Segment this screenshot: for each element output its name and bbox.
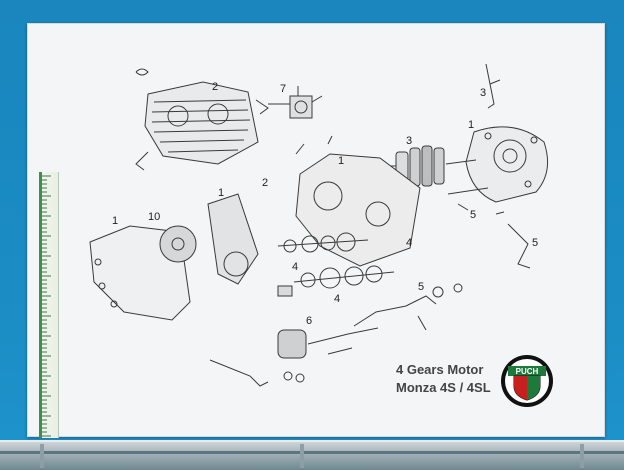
ignition-part <box>159 193 259 285</box>
selector-part <box>353 187 531 331</box>
gear-shaft-lower-part <box>277 265 395 297</box>
part-number-label: 7 <box>280 83 286 95</box>
part-number-label: 5 <box>470 209 476 221</box>
part-number-label: 10 <box>148 211 160 223</box>
clutch-assembly-part <box>378 145 477 187</box>
shelf-post <box>300 444 304 468</box>
part-number-label: 2 <box>212 81 218 93</box>
part-number-label: 4 <box>406 237 412 249</box>
cylinder-part <box>135 68 259 171</box>
poster-title-line2: Monza 4S / 4SL <box>396 380 491 395</box>
part-number-label: 5 <box>418 281 424 293</box>
exploded-engine-poster: 2 7 3 1 3 1 2 1 10 1 4 5 5 4 4 5 6 4 Gea… <box>27 23 605 437</box>
exploded-view-drawing: 2 7 3 1 3 1 2 1 10 1 4 5 5 4 4 5 6 <box>89 63 549 387</box>
carburetor-part <box>255 86 323 119</box>
display-shelf <box>0 440 624 470</box>
poster-title: 4 Gears Motor Monza 4S / 4SL <box>396 361 491 397</box>
part-number-label: 6 <box>306 315 312 327</box>
shelf-post <box>40 444 44 468</box>
poster-title-line1: 4 Gears Motor <box>396 362 484 377</box>
part-number-label: 1 <box>218 187 224 199</box>
crankshaft-part <box>209 327 379 387</box>
part-number-label: 3 <box>480 87 486 99</box>
shelf-post <box>580 444 584 468</box>
brand-logo-text: PUCH <box>516 367 539 376</box>
part-number-label: 1 <box>468 119 474 131</box>
part-number-label: 1 <box>338 155 344 167</box>
part-number-label: 4 <box>334 293 340 305</box>
part-number-label: 2 <box>262 177 268 189</box>
gear-shaft-upper-part <box>277 232 369 253</box>
crankcase-part <box>295 135 421 267</box>
part-number-label: 3 <box>406 135 412 147</box>
right-case-part <box>465 126 549 203</box>
part-number-label: 4 <box>292 261 298 273</box>
ruler <box>39 172 59 438</box>
part-number-label: 5 <box>532 237 538 249</box>
puch-logo: PUCH <box>501 355 553 407</box>
shelf-rail <box>0 451 624 454</box>
kick-lever-part <box>485 63 501 109</box>
part-number-label: 1 <box>112 215 118 227</box>
